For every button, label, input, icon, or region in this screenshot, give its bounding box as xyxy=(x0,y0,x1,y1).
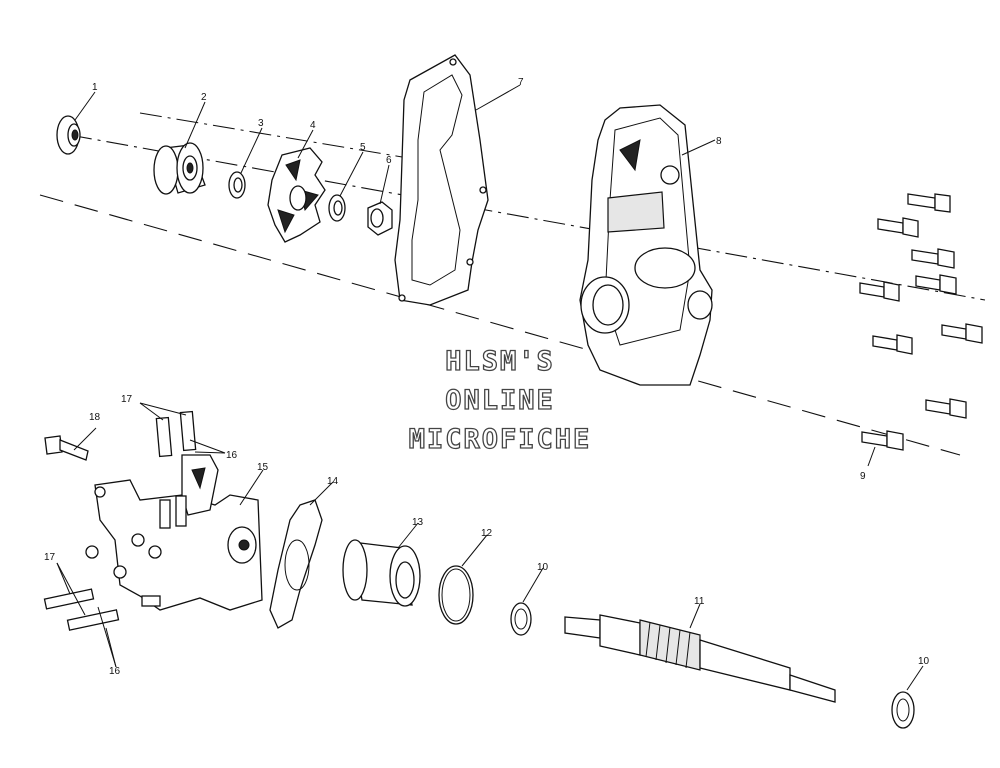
callout-1: 1 xyxy=(92,82,98,93)
part-3-washer[interactable] xyxy=(228,171,246,199)
part-4-impeller[interactable] xyxy=(267,147,326,243)
part-11-shaft[interactable] xyxy=(564,614,836,703)
center-lines xyxy=(39,112,986,456)
watermark-line-2: ONLINE xyxy=(445,384,555,416)
callout-10a: 10 xyxy=(537,562,549,573)
callout-numbers: 1 2 3 4 5 6 7 8 9 10 10 11 12 13 14 15 1… xyxy=(44,77,930,677)
part-6-nut[interactable] xyxy=(367,201,393,236)
callout-7: 7 xyxy=(518,77,524,88)
part-13-cup[interactable] xyxy=(342,539,421,607)
part-2-bearing[interactable] xyxy=(153,142,206,195)
watermark-line-1: HLSM'S xyxy=(445,345,555,377)
part-5-washer[interactable] xyxy=(328,194,346,222)
part-1-seal[interactable] xyxy=(56,115,81,155)
callout-13: 13 xyxy=(412,517,424,528)
callout-11: 11 xyxy=(694,596,705,607)
part-15-pump-body[interactable] xyxy=(85,454,263,611)
callout-17b: 17 xyxy=(44,552,56,563)
watermark-line-3: MICROFICHE xyxy=(408,423,592,455)
callout-16b: 16 xyxy=(109,666,121,677)
part-9-bolts[interactable] xyxy=(859,193,983,451)
callout-9: 9 xyxy=(860,471,866,482)
callout-14: 14 xyxy=(327,476,339,487)
callout-17a: 17 xyxy=(121,394,133,405)
part-12-o-ring[interactable] xyxy=(438,565,474,625)
part-8-cover[interactable] xyxy=(579,104,713,386)
callout-16a: 16 xyxy=(226,450,238,461)
callout-8: 8 xyxy=(716,136,722,147)
callout-15: 15 xyxy=(257,462,269,473)
leader-lines xyxy=(56,84,924,691)
callout-2: 2 xyxy=(201,92,207,103)
callout-12: 12 xyxy=(481,528,493,539)
part-17-nipples-lower[interactable] xyxy=(43,588,120,631)
callout-18: 18 xyxy=(89,412,101,423)
part-14-gasket[interactable] xyxy=(269,499,323,629)
callout-4: 4 xyxy=(310,120,316,131)
callout-5: 5 xyxy=(360,142,366,153)
callout-3: 3 xyxy=(258,118,264,129)
part-10-washer-a[interactable] xyxy=(510,602,532,636)
part-10-washer-b[interactable] xyxy=(891,691,915,729)
callout-10b: 10 xyxy=(918,656,930,667)
callout-6: 6 xyxy=(386,155,392,166)
part-7-gasket[interactable] xyxy=(394,54,489,306)
